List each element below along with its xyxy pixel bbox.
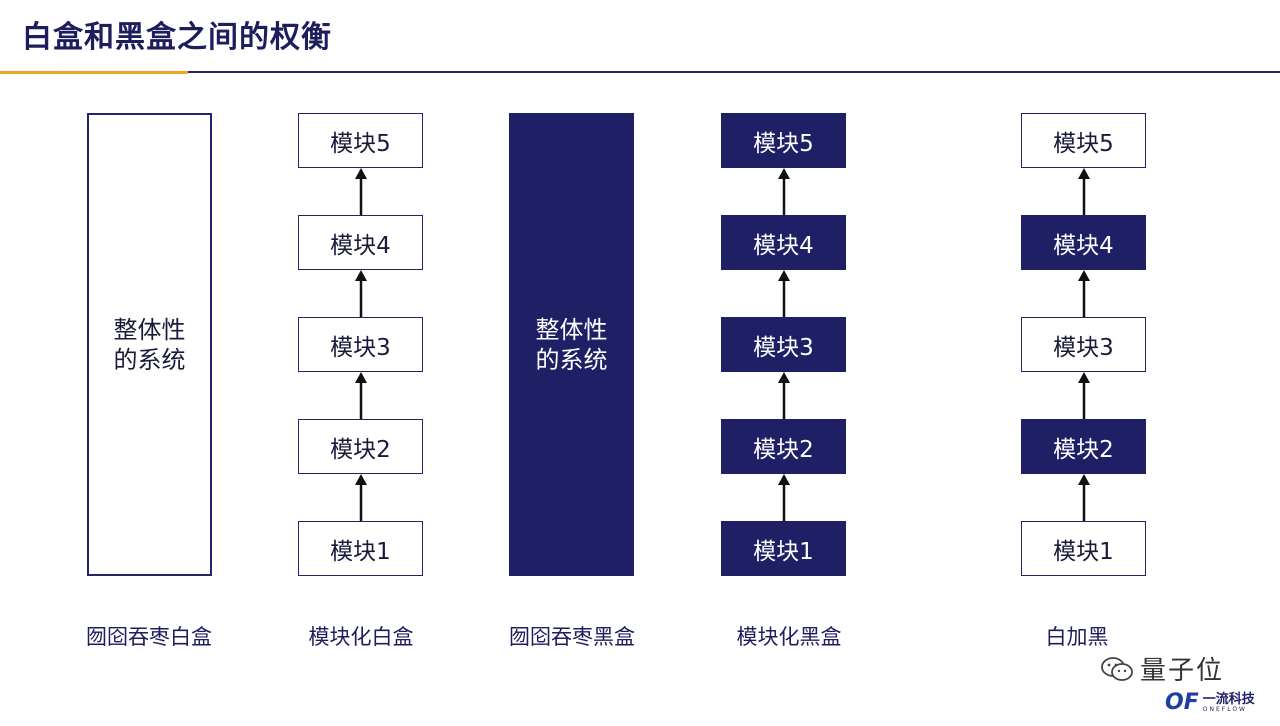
up-arrow — [777, 474, 790, 521]
module-box: 模块5 — [721, 113, 846, 168]
module-box: 模块1 — [298, 521, 423, 576]
header-rule — [188, 71, 1280, 73]
brand-sub: ONEFLOW — [1202, 705, 1247, 713]
up-arrow — [777, 270, 790, 317]
whole-system-label-line1: 整体性 — [535, 315, 608, 344]
whole-system-box: 整体性的系统 — [87, 113, 212, 576]
column-caption: 模块化黑盒 — [736, 625, 842, 649]
module-box: 模块1 — [721, 521, 846, 576]
up-arrow — [777, 168, 790, 215]
whole-system-label-line2: 的系统 — [113, 345, 186, 374]
up-arrow — [1077, 474, 1090, 521]
whole-system-label-line2: 的系统 — [535, 345, 608, 374]
module-box: 模块2 — [298, 419, 423, 474]
up-arrow — [1077, 372, 1090, 419]
whole-system-box: 整体性的系统 — [509, 113, 634, 576]
column-caption: 囫囵吞枣白盒 — [86, 625, 212, 649]
column-caption: 白加黑 — [1045, 625, 1109, 649]
up-arrow — [354, 372, 367, 419]
module-box: 模块4 — [1021, 215, 1146, 270]
watermark: 量子位 — [1100, 650, 1224, 687]
watermark-text: 量子位 — [1140, 656, 1225, 686]
up-arrow — [354, 474, 367, 521]
brand-name: 一流科技 — [1202, 691, 1255, 707]
wechat-icon — [1101, 656, 1133, 681]
module-box: 模块4 — [721, 215, 846, 270]
module-box: 模块2 — [721, 419, 846, 474]
up-arrow — [1077, 168, 1090, 215]
whole-system-label-line1: 整体性 — [113, 315, 186, 344]
page-title: 白盒和黑盒之间的权衡 — [22, 20, 332, 55]
up-arrow — [354, 270, 367, 317]
module-box: 模块5 — [1021, 113, 1146, 168]
module-box: 模块3 — [298, 317, 423, 372]
column-caption: 模块化白盒 — [308, 625, 414, 649]
module-box: 模块5 — [298, 113, 423, 168]
brand-logo: OF 一流科技 ONEFLOW — [1165, 690, 1255, 715]
module-box: 模块4 — [298, 215, 423, 270]
up-arrow — [777, 372, 790, 419]
module-box: 模块3 — [721, 317, 846, 372]
module-box: 模块3 — [1021, 317, 1146, 372]
up-arrow — [1077, 270, 1090, 317]
brand-mark: OF — [1165, 690, 1199, 715]
header-rule-accent — [0, 71, 188, 74]
module-box: 模块1 — [1021, 521, 1146, 576]
module-box: 模块2 — [1021, 419, 1146, 474]
column-caption: 囫囵吞枣黑盒 — [509, 625, 635, 649]
up-arrow — [354, 168, 367, 215]
